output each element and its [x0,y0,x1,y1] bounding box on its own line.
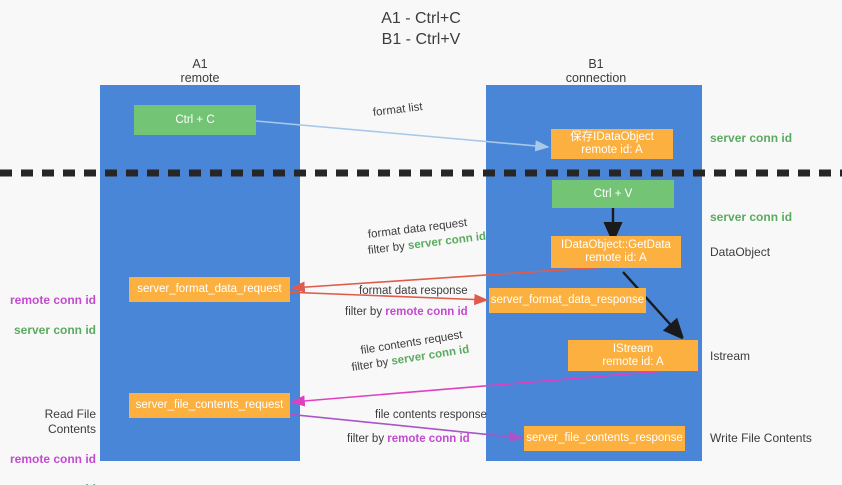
right-label-server-conn-id-top: server conn id [710,131,793,145]
filter-prefix-2: filter by [345,306,386,318]
right-label-write-file-contents: Write File Contents [710,431,812,445]
column-b1-sub: connection [565,71,627,85]
left-label-file-group: Read File Contents remote conn id server… [0,392,96,485]
node-server-file-contents-request[interactable]: server_file_contents_request [129,393,290,418]
column-a1-sub: remote [180,71,220,85]
node-server-file-contents-response[interactable]: server_file_contents_response [524,426,685,451]
node-save-dataobject[interactable]: 保存IDataObject remote id: A [551,129,673,159]
node-server-format-data-response[interactable]: server_format_data_response [489,288,646,313]
filter-prefix-4: filter by [347,433,388,445]
edge-label-file-contents-response-filter: filter by remote conn id [347,432,470,447]
left-label-format-conn-ids: remote conn id server conn id [0,278,96,353]
edge-label-format-data-response: format data response [359,285,468,297]
left-label-format-server: server conn id [13,323,96,337]
filter-prefix-1: filter by [367,240,409,258]
filter-prefix-3: filter by [350,355,393,375]
left-label-format-remote: remote conn id [9,293,96,307]
filter-key-remote-conn-id-2: remote conn id [387,433,470,445]
column-header-a1: A1 remote [100,57,300,85]
node-istream[interactable]: IStream remote id: A [568,340,698,371]
column-header-b1: B1 connection [486,57,706,85]
column-a1-name: A1 [192,57,208,71]
left-label-file-remote: remote conn id [9,452,96,466]
diagram-title: A1 - Ctrl+C B1 - Ctrl+V [0,8,842,50]
right-label-istream: Istream [710,349,751,363]
node-getdata[interactable]: IDataObject::GetData remote id: A [551,236,681,268]
title-line-1: A1 - Ctrl+C [381,10,461,27]
right-label-server-conn-id-mid: server conn id [710,210,793,224]
node-server-format-data-request[interactable]: server_format_data_request [129,277,290,302]
edge-label-format-data-response-filter: filter by remote conn id [345,305,468,320]
edge-label-file-contents-response: file contents response [375,409,487,421]
node-ctrl-c[interactable]: Ctrl + C [134,105,256,135]
right-label-dataobject: DataObject [710,245,771,259]
filter-key-remote-conn-id-1: remote conn id [385,306,468,318]
left-label-read-file-contents: Read File Contents [44,407,96,436]
title-line-2: B1 - Ctrl+V [381,31,461,48]
edge-label-format-list: format list [372,101,424,120]
node-ctrl-v[interactable]: Ctrl + V [552,180,674,208]
column-b1-name: B1 [588,57,604,71]
left-label-file-server: server conn id [0,482,96,485]
